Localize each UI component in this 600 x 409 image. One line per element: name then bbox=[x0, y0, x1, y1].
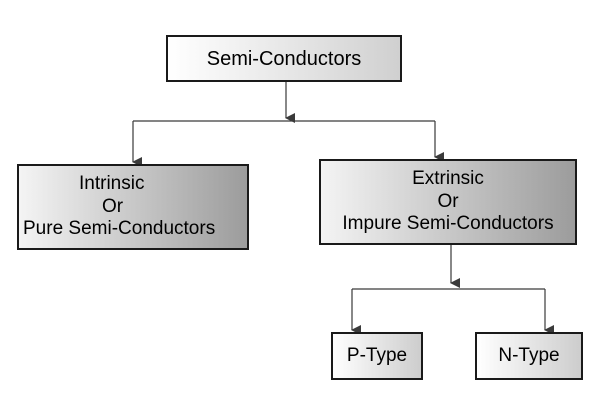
intrinsic-or: Or bbox=[102, 195, 124, 217]
intrinsic-node: Intrinsic Or Pure Semi-Conductors bbox=[17, 164, 249, 250]
extrinsic-subtitle: Impure Semi-Conductors bbox=[342, 213, 554, 235]
extrinsic-title: Extrinsic bbox=[412, 167, 484, 189]
p-type-node: P-Type bbox=[331, 332, 423, 380]
intrinsic-subtitle: Pure Semi-Conductors bbox=[23, 218, 216, 240]
n-type-label: N-Type bbox=[498, 344, 560, 366]
extrinsic-node: Extrinsic Or Impure Semi-Conductors bbox=[319, 159, 577, 245]
semiconductors-root-node: Semi-Conductors bbox=[166, 35, 402, 82]
p-type-label: P-Type bbox=[346, 344, 408, 366]
n-type-node: N-Type bbox=[475, 332, 583, 380]
intrinsic-title: Intrinsic bbox=[79, 172, 145, 194]
root-label: Semi-Conductors bbox=[206, 47, 362, 70]
extrinsic-or: Or bbox=[437, 190, 459, 212]
